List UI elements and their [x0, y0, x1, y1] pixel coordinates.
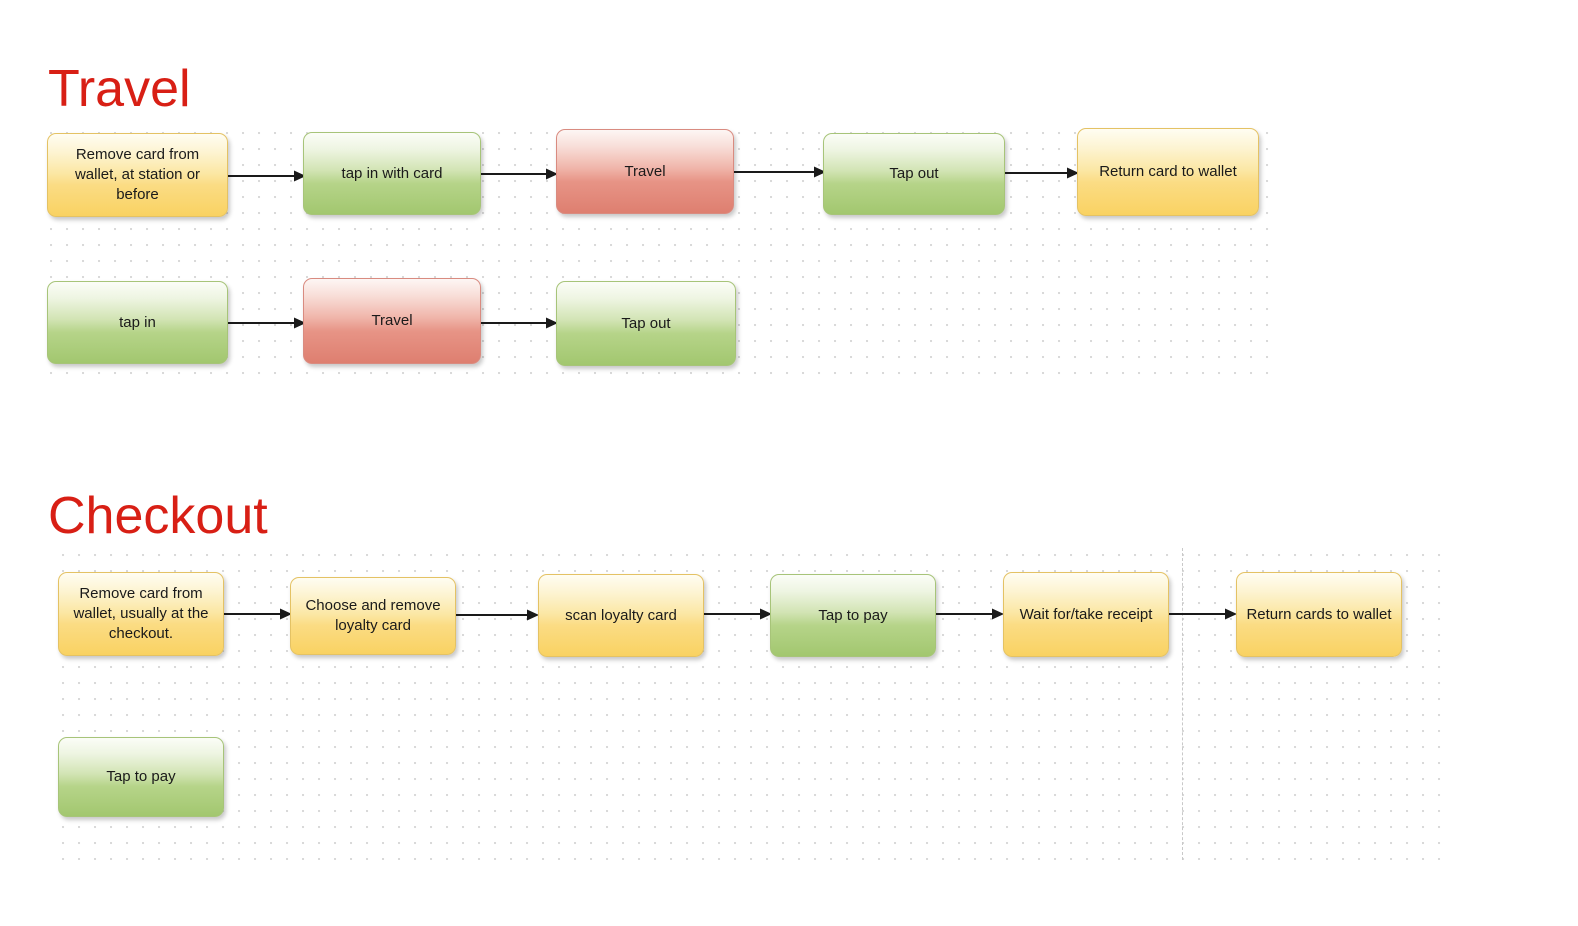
node-tap-out-1[interactable]: Tap out — [823, 133, 1005, 215]
node-remove-card-from-wallet-station[interactable]: Remove card from wallet, at station or b… — [47, 133, 228, 217]
arrow-travel-1-3 — [734, 165, 826, 179]
arrow-checkout-1-1 — [224, 607, 292, 621]
node-label: scan loyalty card — [565, 606, 677, 624]
arrow-travel-2-2 — [481, 316, 558, 330]
node-label: Wait for/take receipt — [1019, 605, 1153, 623]
node-label: Remove card from wallet, usually at the … — [73, 585, 209, 642]
node-label: tap in — [119, 313, 156, 331]
arrow-travel-2-1 — [228, 316, 306, 330]
node-label: Travel — [624, 162, 666, 180]
node-label: Return card to wallet — [1099, 163, 1237, 181]
page-break-guide — [1182, 548, 1183, 860]
arrow-travel-1-4 — [1005, 166, 1079, 180]
node-label: Tap out — [889, 165, 939, 183]
checkout-grid-background — [56, 548, 1444, 860]
node-wait-for-take-receipt[interactable]: Wait for/take receipt — [1003, 572, 1169, 657]
node-label: Remove card from wallet, at station or b… — [74, 146, 201, 203]
node-return-cards-to-wallet[interactable]: Return cards to wallet — [1236, 572, 1402, 657]
arrow-travel-1-2 — [481, 167, 558, 181]
section-title-checkout: Checkout — [48, 486, 268, 545]
node-label: Choose and remove loyalty card — [305, 597, 441, 634]
node-label: Travel — [371, 312, 413, 330]
node-label: Tap to pay — [818, 606, 888, 624]
node-tap-out-2[interactable]: Tap out — [556, 281, 736, 366]
node-choose-and-remove-loyalty-card[interactable]: Choose and remove loyalty card — [290, 577, 456, 655]
arrow-checkout-1-5 — [1169, 607, 1237, 621]
node-tap-in-with-card[interactable]: tap in with card — [303, 132, 481, 215]
node-return-card-to-wallet[interactable]: Return card to wallet — [1077, 128, 1259, 216]
node-travel-2[interactable]: Travel — [303, 278, 481, 364]
arrow-checkout-1-4 — [936, 607, 1004, 621]
node-tap-in[interactable]: tap in — [47, 281, 228, 364]
node-remove-card-from-wallet-checkout[interactable]: Remove card from wallet, usually at the … — [58, 572, 224, 656]
node-label: Tap to pay — [106, 768, 176, 786]
node-tap-to-pay-2[interactable]: Tap to pay — [58, 737, 224, 817]
node-label: Tap out — [621, 314, 671, 332]
arrow-travel-1-1 — [228, 169, 306, 183]
node-label: Return cards to wallet — [1246, 605, 1392, 623]
section-title-travel: Travel — [48, 59, 191, 118]
node-travel-1[interactable]: Travel — [556, 129, 734, 214]
node-label: tap in with card — [341, 164, 443, 182]
arrow-checkout-1-2 — [456, 608, 539, 622]
arrow-checkout-1-3 — [704, 607, 772, 621]
node-scan-loyalty-card[interactable]: scan loyalty card — [538, 574, 704, 657]
node-tap-to-pay-1[interactable]: Tap to pay — [770, 574, 936, 657]
